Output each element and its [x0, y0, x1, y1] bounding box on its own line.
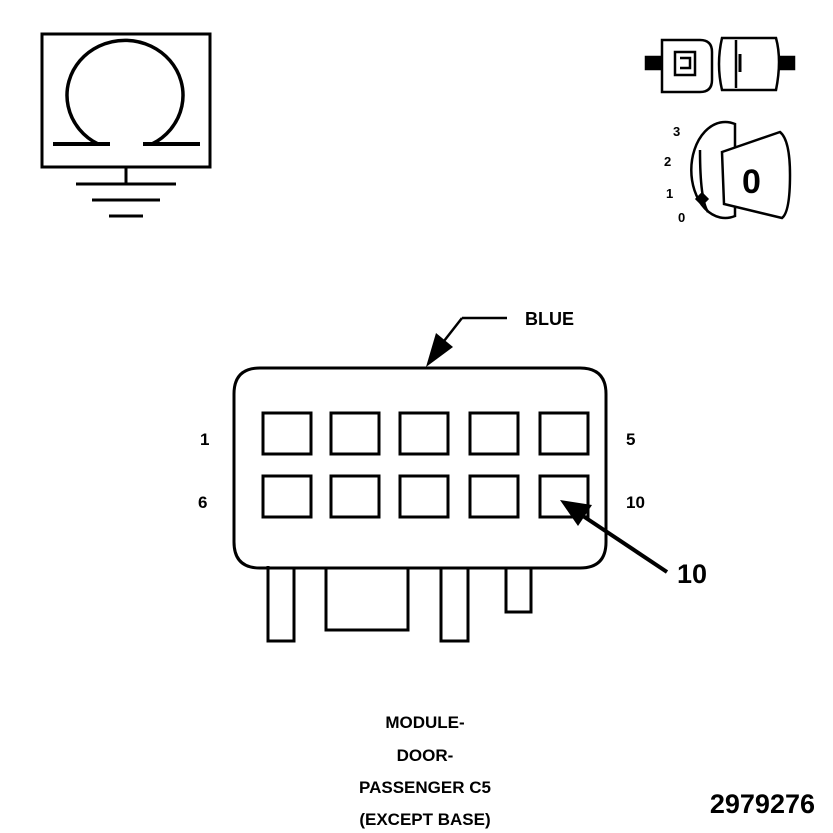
- key-position-0: 0: [678, 210, 685, 225]
- row1-right-label: 5: [626, 430, 635, 449]
- cavity-4: [468, 411, 520, 456]
- key-position-1: 1: [666, 186, 673, 201]
- row2-right-label: 10: [626, 493, 645, 512]
- key-position-marker: [694, 191, 710, 207]
- cavity-6: [261, 474, 313, 519]
- key-position-2: 2: [664, 154, 671, 169]
- key-position-3: 3: [673, 124, 680, 139]
- cavity-2: [329, 411, 381, 456]
- connector-color-label: BLUE: [525, 309, 574, 329]
- cavity-1: [261, 411, 313, 456]
- cavity-3: [398, 411, 450, 456]
- pin-callout-label: 10: [677, 559, 707, 589]
- cavity-8: [398, 474, 450, 519]
- cavity-5: [538, 411, 590, 456]
- row1-left-label: 1: [200, 430, 209, 449]
- ohm-ground-icon: [40, 32, 212, 218]
- color-callout: BLUE: [426, 309, 574, 367]
- key-state-label: 0: [742, 163, 761, 201]
- caption-line-4: (EXCEPT BASE): [359, 810, 490, 829]
- caption-line-2: DOOR-: [397, 746, 454, 765]
- caption-line-3: PASSENGER C5: [359, 778, 491, 797]
- row2-left-label: 6: [198, 493, 207, 512]
- pin-callout-arrow: [560, 500, 669, 574]
- cavity-9: [468, 474, 520, 519]
- figure-number: 2979276: [710, 789, 815, 819]
- cavity-grid: [261, 411, 590, 519]
- connector-disconnected-icon: [644, 36, 796, 94]
- ignition-key-icon: 3 2 1 0 0: [664, 120, 792, 225]
- cavity-10: [538, 474, 590, 519]
- cavity-7: [329, 474, 381, 519]
- caption-line-1: MODULE-: [385, 713, 464, 732]
